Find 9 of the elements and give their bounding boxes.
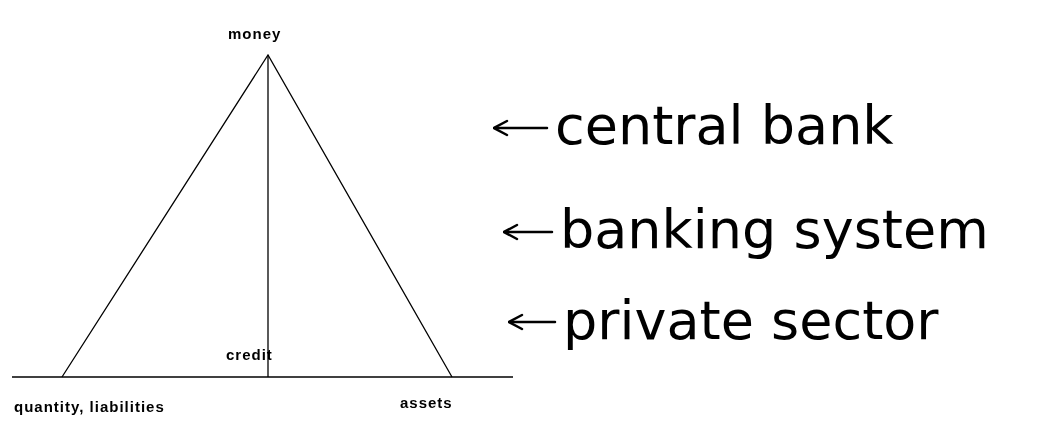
handwritten-note: private sector [563, 294, 939, 348]
arrow [507, 313, 557, 331]
arrow [492, 119, 549, 137]
axis-label: assets [400, 395, 453, 410]
handwritten-note: banking system [560, 203, 989, 257]
arrow [502, 223, 554, 241]
axis-label: quantity, liabilities [14, 399, 165, 414]
axis-label: money [228, 26, 282, 41]
handwritten-note: central bank [555, 99, 894, 153]
